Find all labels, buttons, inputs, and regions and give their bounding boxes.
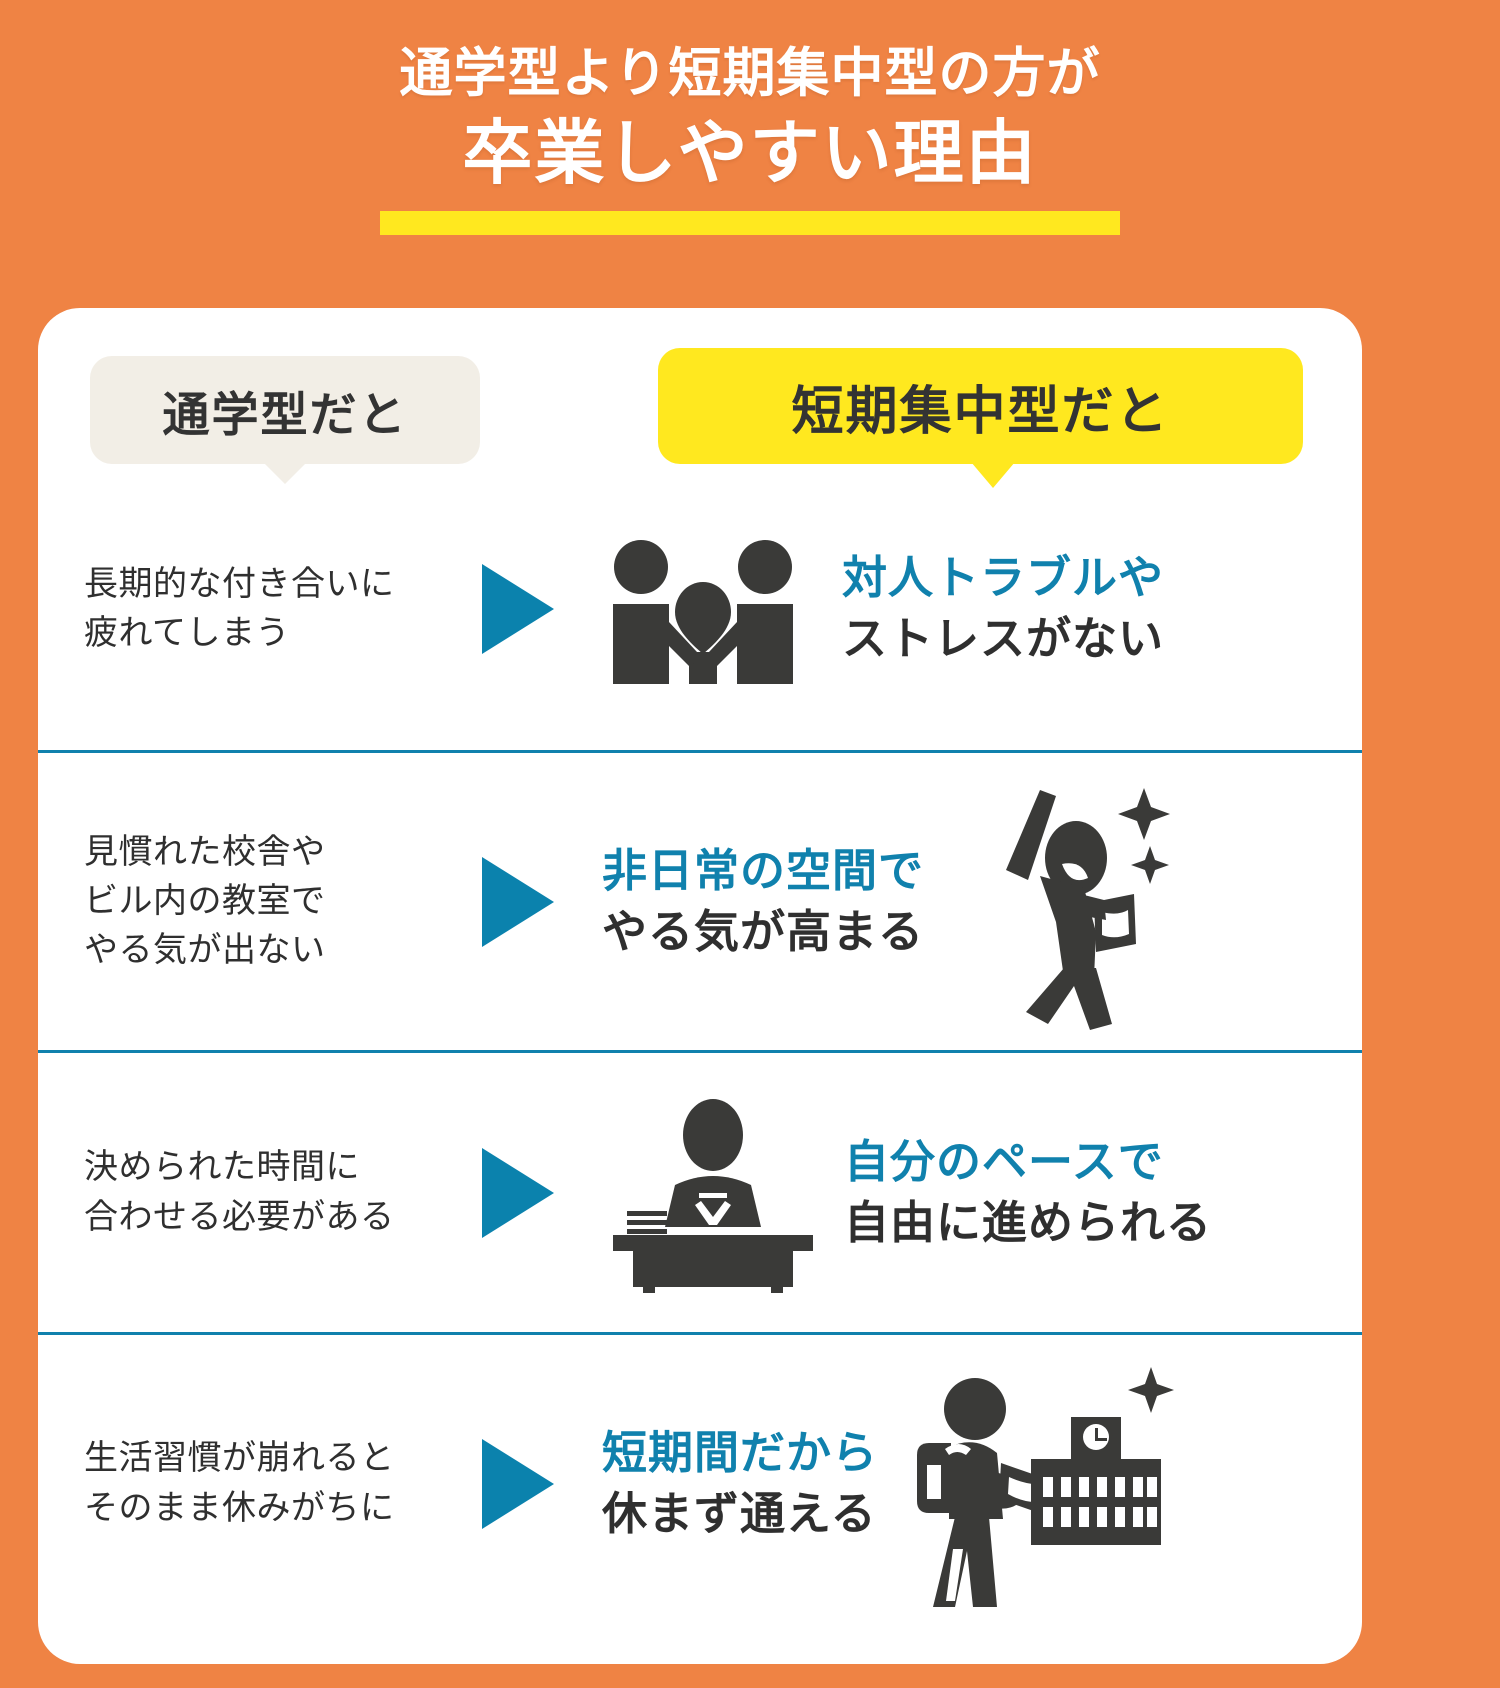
row-left-cell: 生活習慣が崩れると そのまま休みがちに [38, 1434, 458, 1533]
right-text: 自分のペースで 自由に進められる [844, 1132, 1212, 1254]
comparison-rows: 長期的な付き合いに 疲れてしまう 対人トラブルや [38, 468, 1362, 1632]
person-cheering-sparkles-icon [934, 772, 1184, 1032]
right-text: 短期間だから 休まず通える [602, 1423, 878, 1545]
left-text: 見慣れた校舎や ビル内の教室で やる気が出ない [84, 832, 326, 970]
student-walking-school-icon [878, 1359, 1208, 1609]
table-row: 生活習慣が崩れると そのまま休みがちに 短期間だから 休まず通える [38, 1332, 1362, 1632]
row-left-cell: 決められた時間に 合わせる必要がある [38, 1143, 458, 1242]
right-text-accent: 非日常の空間で [602, 844, 925, 896]
right-text-accent: 対人トラブルや [842, 552, 1165, 604]
column-header-left-label: 通学型だと [162, 387, 408, 441]
row-left-cell: 見慣れた校舎や ビル内の教室で やる気が出ない [38, 828, 458, 976]
handshake-heart-icon [578, 534, 828, 684]
left-text: 決められた時間に 合わせる必要がある [84, 1148, 395, 1236]
right-text-base: 自由に進められる [844, 1196, 1213, 1248]
row-left-cell: 長期的な付き合いに 疲れてしまう [38, 560, 458, 659]
page-title-line-1: 通学型より短期集中型の方が [399, 44, 1101, 103]
row-right-cell: 非日常の空間で やる気が高まる [578, 753, 1362, 1050]
row-right-cell: 短期間だから 休まず通える [578, 1335, 1362, 1632]
person-at-desk-icon [588, 1093, 838, 1293]
arrow-right-icon [458, 564, 578, 654]
right-text: 非日常の空間で やる気が高まる [602, 841, 924, 963]
column-header-right: 短期集中型だと [658, 348, 1303, 464]
right-text: 対人トラブルや ストレスがない [842, 548, 1164, 670]
right-text-accent: 自分のペースで [844, 1135, 1164, 1187]
header: 通学型より短期集中型の方が 卒業しやすい理由 [0, 0, 1500, 235]
right-text-accent: 短期間だから [602, 1426, 879, 1478]
column-headers: 通学型だと 短期集中型だと [38, 308, 1362, 468]
row-right-cell: 自分のペースで 自由に進められる [578, 1053, 1362, 1332]
arrow-right-icon [458, 1147, 578, 1238]
right-text-base: 休まず通える [602, 1487, 877, 1539]
column-header-right-label: 短期集中型だと [791, 382, 1170, 441]
row-right-cell: 対人トラブルや ストレスがない [578, 468, 1362, 750]
left-text: 長期的な付き合いに 疲れてしまう [84, 564, 395, 652]
table-row: 長期的な付き合いに 疲れてしまう 対人トラブルや [38, 468, 1362, 750]
right-text-base: やる気が高まる [602, 905, 925, 957]
title-underline-bar [380, 210, 1120, 235]
arrow-right-icon [458, 856, 578, 947]
arrow-right-icon [458, 1438, 578, 1529]
table-row: 決められた時間に 合わせる必要がある [38, 1050, 1362, 1332]
column-header-left: 通学型だと [90, 356, 480, 464]
right-text-base: ストレスがない [842, 613, 1165, 664]
comparison-card: 通学型だと 短期集中型だと 長期的な付き合いに 疲れてしまう [38, 308, 1362, 1664]
table-row: 見慣れた校舎や ビル内の教室で やる気が出ない 非日常の空間で やる気が高まる [38, 750, 1362, 1050]
page-title-line-2: 卒業しやすい理由 [462, 113, 1038, 192]
left-text: 生活習慣が崩れると そのまま休みがちに [84, 1439, 395, 1527]
